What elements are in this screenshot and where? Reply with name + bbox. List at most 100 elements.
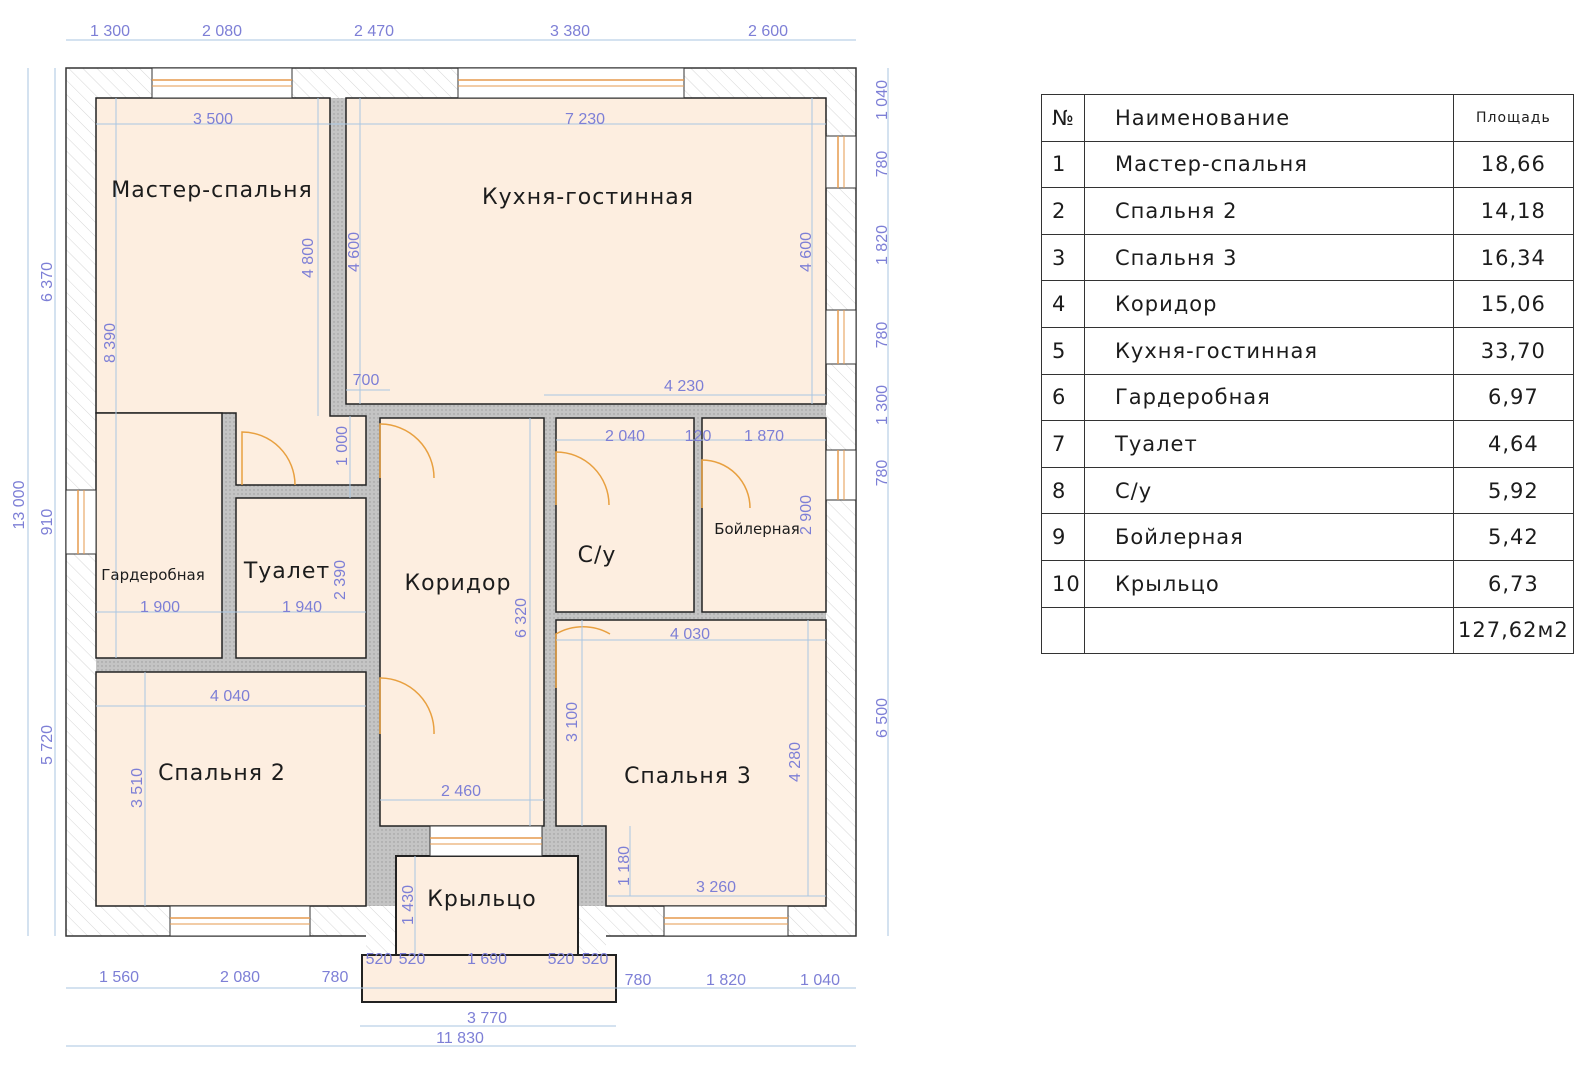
rooms: [95, 97, 827, 1003]
cell-name: С/у: [1084, 466, 1454, 515]
doors: [241, 423, 751, 735]
room-label-bedroom3: Спальня 3: [624, 764, 752, 789]
dimension-bottom: 780: [625, 972, 652, 989]
dimension-bottom: 11 830: [436, 1030, 484, 1047]
total-area: 127,62м2: [1453, 606, 1574, 655]
dimension-inner: 4 600: [798, 232, 815, 272]
cell-num: 3: [1041, 233, 1085, 282]
dimension-right: 780: [874, 460, 891, 487]
cell-num: 4: [1041, 280, 1085, 328]
dimension-top: 3 380: [550, 23, 590, 40]
dimension-right: 780: [874, 151, 891, 178]
room-wardrobe: [95, 412, 223, 659]
dimension-inner: 4 800: [300, 238, 317, 278]
dimension-inner: 1 900: [140, 599, 180, 616]
cell-area: 5,42: [1453, 513, 1574, 561]
windows: [65, 67, 857, 937]
cell-area: 14,18: [1453, 187, 1574, 235]
window: [169, 905, 311, 937]
dimension-inner: 4 030: [670, 626, 710, 643]
dimension-bottom: 520: [582, 951, 609, 968]
door-swing: [555, 451, 610, 506]
cell-area: 6,73: [1453, 559, 1574, 608]
dimension-top: 2 600: [748, 23, 788, 40]
dimension-right: 1 040: [874, 80, 891, 120]
dimension-bottom: 1 690: [467, 951, 507, 968]
dimension-bottom: 3 770: [467, 1010, 507, 1027]
cell-num: 6: [1041, 373, 1085, 422]
window: [151, 67, 293, 99]
cell-num: 1: [1041, 140, 1085, 189]
dimension-inner: 4 230: [664, 378, 704, 395]
dimension-bottom: 2 080: [220, 969, 260, 986]
cell-num: 10: [1041, 559, 1085, 608]
dimension-bottom: 780: [322, 969, 349, 986]
dimension-inner: 6 320: [513, 598, 530, 638]
room-toilet: [235, 497, 367, 659]
dimension-bottom: 1 820: [706, 972, 746, 989]
cell-empty: [1084, 606, 1454, 655]
room-label-corridor: Коридор: [405, 571, 512, 596]
cell-name: Кухня-гостинная: [1084, 326, 1454, 375]
header-name: Наименование: [1084, 94, 1454, 142]
dimension-top: 2 080: [202, 23, 242, 40]
cell-name: Коридор: [1084, 280, 1454, 328]
dimension-bottom: 520: [399, 951, 426, 968]
header-area: Площадь: [1453, 94, 1574, 142]
header-number: №: [1041, 94, 1085, 142]
cell-area: 5,92: [1453, 466, 1574, 515]
window: [825, 449, 857, 501]
cell-num: 9: [1041, 513, 1085, 561]
cell-area: 18,66: [1453, 140, 1574, 189]
window: [825, 135, 857, 189]
cell-name: Спальня 2: [1084, 187, 1454, 235]
room-kitchen: [345, 97, 827, 405]
dimension-inner: 1 870: [744, 428, 784, 445]
dimension-left: 6 370: [39, 262, 56, 302]
dimension-inner: 8 390: [102, 323, 119, 363]
cell-area: 33,70: [1453, 326, 1574, 375]
room-bedroom2: [95, 671, 367, 907]
dimension-inner: 2 460: [441, 783, 481, 800]
window: [825, 309, 857, 365]
dimension-inner: 1 430: [400, 885, 417, 925]
table-total-row: 127,62м2: [1041, 606, 1574, 655]
room-bathroom: [555, 417, 695, 613]
dimension-inner: 3 500: [193, 111, 233, 128]
dimension-inner: 4 280: [787, 742, 804, 782]
cell-name: Мастер-спальня: [1084, 140, 1454, 189]
table-header-row: № Наименование Площадь: [1041, 94, 1574, 142]
window: [429, 825, 543, 857]
dimension-inner: 4 040: [210, 688, 250, 705]
room-label-porch: Крыльцо: [427, 887, 536, 912]
window: [457, 67, 685, 99]
door-swing: [241, 431, 296, 486]
cell-area: 16,34: [1453, 233, 1574, 282]
cell-area: 4,64: [1453, 420, 1574, 468]
porch-step: [361, 954, 617, 1003]
dimension-top: 2 470: [354, 23, 394, 40]
cell-area: 15,06: [1453, 280, 1574, 328]
dimension-bottom: 1 040: [800, 972, 840, 989]
dimension-top: 1 300: [90, 23, 130, 40]
room-label-toilet: Туалет: [243, 559, 330, 584]
dimension-inner: 3 100: [564, 702, 581, 742]
dimension-inner: 700: [353, 372, 380, 389]
cell-name: Спальня 3: [1084, 233, 1454, 282]
room-label-bedroom2: Спальня 2: [158, 761, 286, 786]
cell-name: Туалет: [1084, 420, 1454, 468]
cell-name: Бойлерная: [1084, 513, 1454, 561]
